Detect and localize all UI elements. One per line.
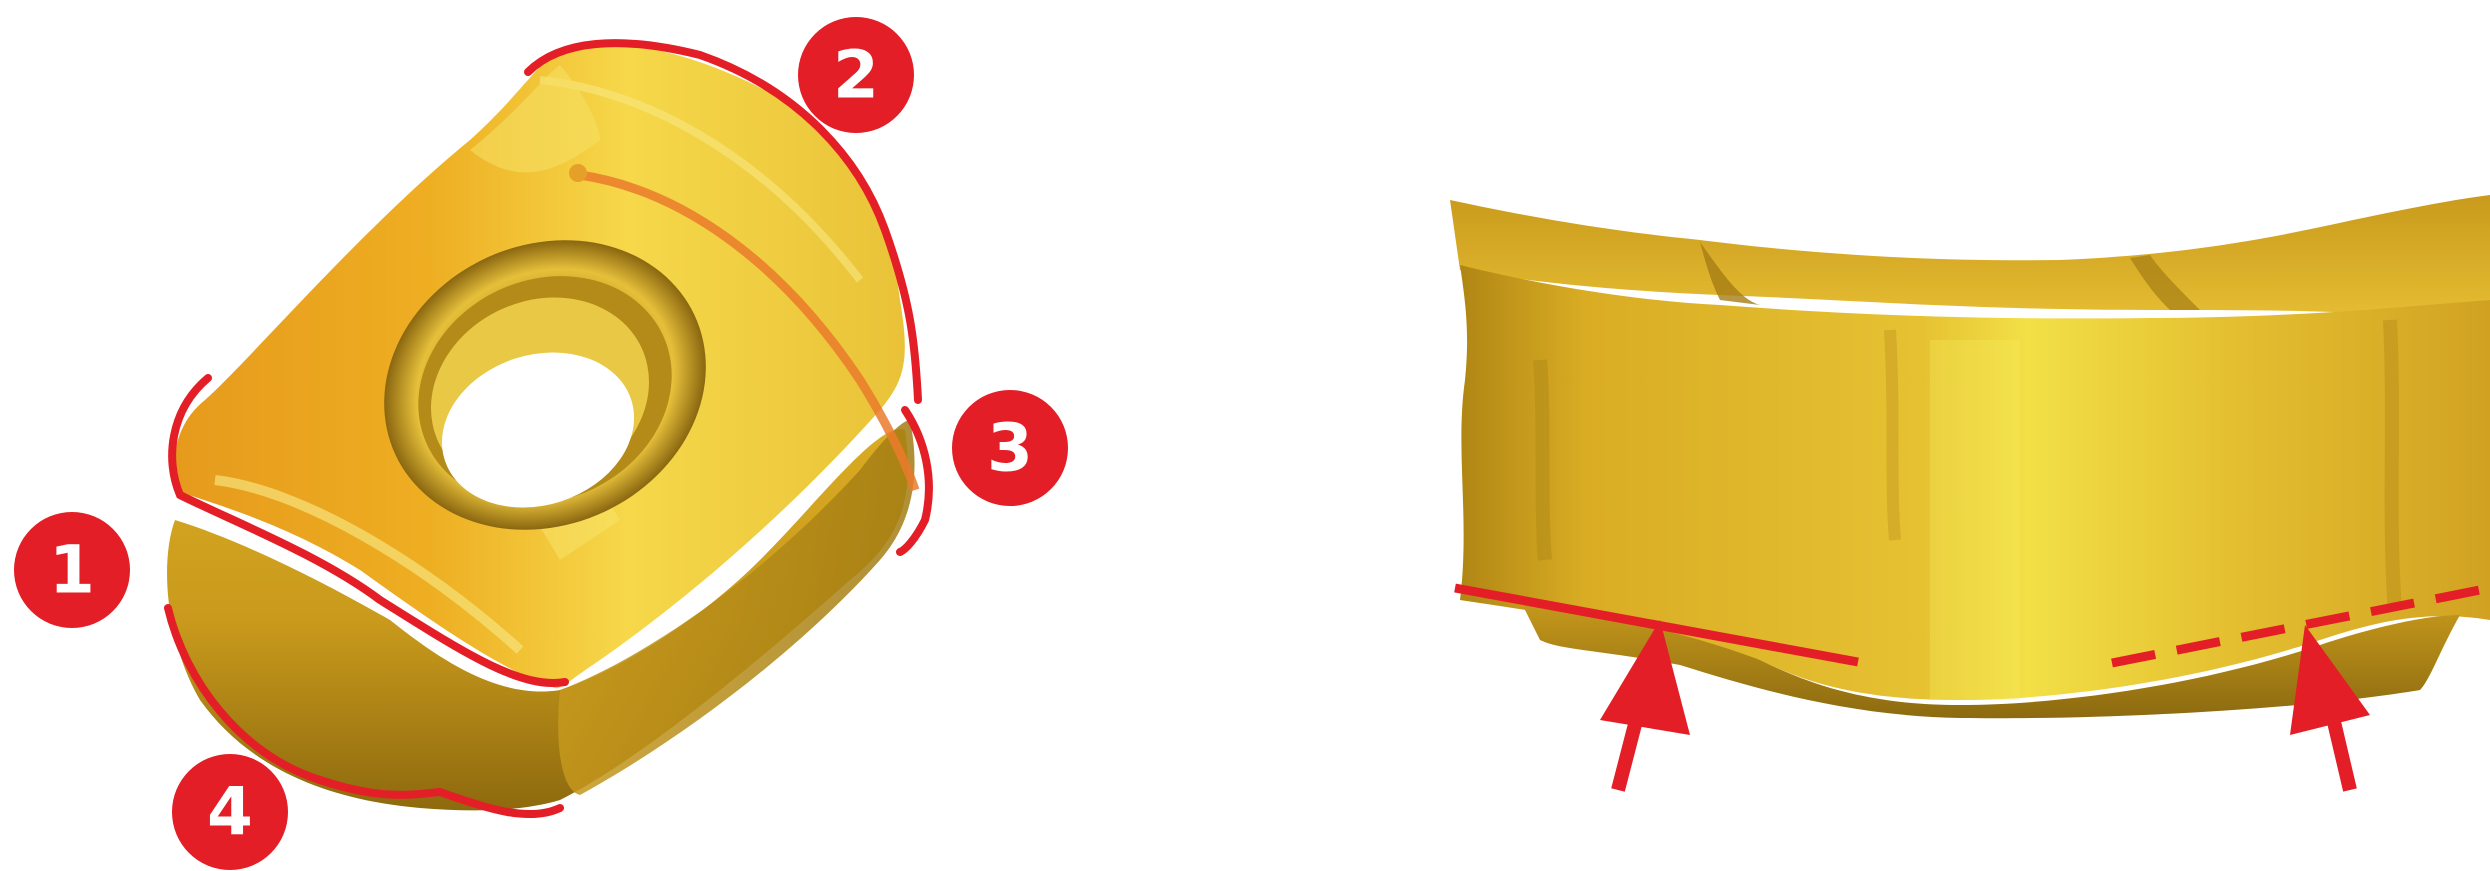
orientation-mark-dot <box>569 164 587 182</box>
profile-facet-line-left <box>1540 360 1545 560</box>
edge-badge-3-label: 3 <box>987 410 1033 487</box>
insert-isometric-view: 1 2 3 4 <box>14 17 1068 870</box>
insert-side-profile-view <box>1450 195 2490 790</box>
profile-facet-line-right <box>2390 320 2395 610</box>
edge-badge-1: 1 <box>14 512 130 628</box>
edge-badge-2: 2 <box>798 17 914 133</box>
edge-badge-4: 4 <box>172 754 288 870</box>
edge-badge-4-label: 4 <box>207 774 253 851</box>
edge-badge-1-label: 1 <box>49 532 95 609</box>
profile-highlight <box>1930 340 2020 700</box>
edge-badge-2-label: 2 <box>833 37 879 114</box>
edge-badge-3: 3 <box>952 390 1068 506</box>
profile-facet-line-mid <box>1890 330 1895 540</box>
